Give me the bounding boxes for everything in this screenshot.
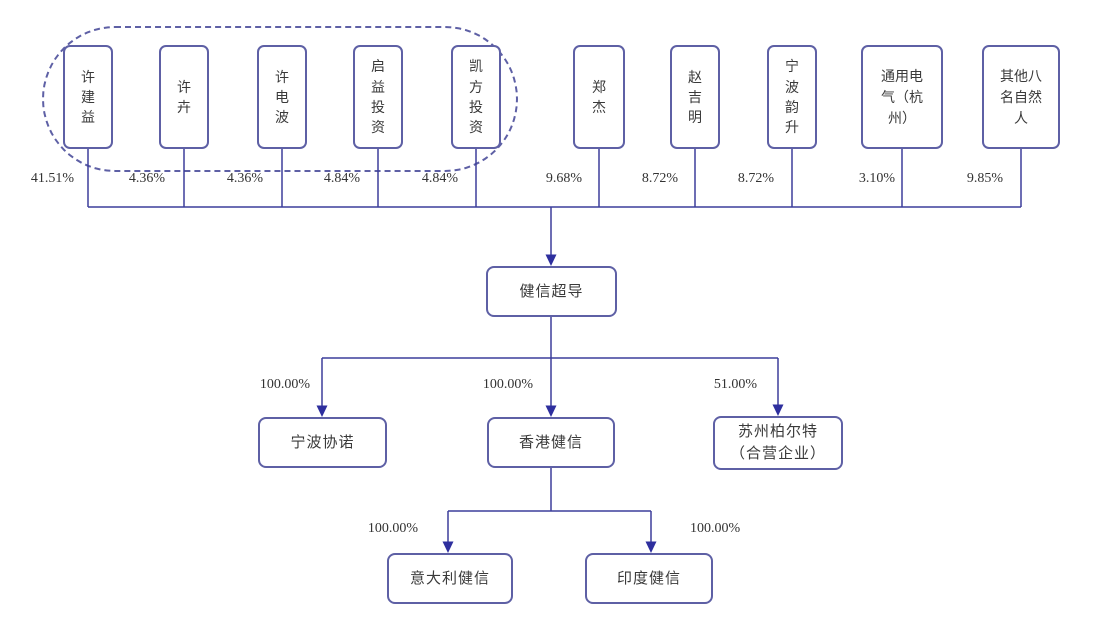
subsidiary-label-line2: （合营企业） <box>729 445 826 462</box>
shareholder-label: 宁波韵升 <box>785 58 799 136</box>
controlling-shareholders-dashed-ellipse <box>42 26 518 172</box>
subsidiary-label: 意大利健信 <box>409 569 490 587</box>
pct-ningbo-xienuo: 100.00% <box>259 377 310 392</box>
shareholder-box-qiyi-investment: 启益投资 <box>353 45 403 149</box>
shareholder-box-xu-hui: 许卉 <box>159 45 209 149</box>
pct-ge-hangzhou: 3.10% <box>858 171 895 186</box>
subsidiary-label: 宁波协诺 <box>290 433 355 451</box>
subsidiary-label: 香港健信 <box>518 433 583 451</box>
shareholder-label: 许卉 <box>177 78 191 115</box>
subsidiary-box-ningbo-xienuo: 宁波协诺 <box>258 417 387 468</box>
pct-kaifang-investment: 4.84% <box>421 171 458 186</box>
subsidiary-label: 苏州柏尔特 （合营企业） <box>730 421 826 465</box>
subsidiary-box-italy-jianxin: 意大利健信 <box>387 553 513 604</box>
pct-ningbo-yunsheng: 8.72% <box>737 171 774 186</box>
arrowheads <box>316 254 784 553</box>
pct-zheng-jie: 9.68% <box>545 171 582 186</box>
pct-zhao-jiming: 8.72% <box>641 171 678 186</box>
shareholder-box-other-eight-individuals: 其他八名自然人 <box>982 45 1060 149</box>
pct-qiyi-investment: 4.84% <box>323 171 360 186</box>
pct-india-jianxin: 100.00% <box>690 521 741 536</box>
pct-hongkong-jianxin: 100.00% <box>482 377 533 392</box>
shareholder-box-zheng-jie: 郑杰 <box>573 45 625 149</box>
pct-other-eight-individuals: 9.85% <box>966 171 1003 186</box>
shareholder-box-ge-hangzhou: 通用电气（杭州） <box>861 45 943 149</box>
shareholder-label: 许建益 <box>81 68 95 126</box>
subsidiary-box-hongkong-jianxin: 香港健信 <box>487 417 615 468</box>
shareholder-box-zhao-jiming: 赵吉明 <box>670 45 720 149</box>
pct-italy-jianxin: 100.00% <box>367 521 418 536</box>
company-label: 健信超导 <box>519 282 584 300</box>
pct-xu-jianyi: 41.51% <box>30 171 74 186</box>
shareholder-label: 许电波 <box>275 68 289 126</box>
shareholder-box-xu-dianbo: 许电波 <box>257 45 307 149</box>
shareholder-label: 通用电气（杭州） <box>880 67 923 126</box>
subsidiary-label: 印度健信 <box>616 569 681 587</box>
pct-suzhou-bairte: 51.00% <box>713 377 757 392</box>
subsidiary-box-india-jianxin: 印度健信 <box>585 553 713 604</box>
company-box-jianxin-superconductor: 健信超导 <box>486 266 617 317</box>
shareholder-label: 凯方投资 <box>469 58 483 136</box>
shareholder-box-xu-jianyi: 许建益 <box>63 45 113 149</box>
subsidiary-label-line1: 苏州柏尔特 <box>737 423 818 440</box>
shareholder-label: 赵吉明 <box>688 68 702 126</box>
shareholder-label: 启益投资 <box>371 58 385 136</box>
shareholder-box-kaifang-investment: 凯方投资 <box>451 45 501 149</box>
shareholder-box-ningbo-yunsheng: 宁波韵升 <box>767 45 817 149</box>
pct-xu-hui: 4.36% <box>128 171 165 186</box>
shareholder-label: 其他八名自然人 <box>999 67 1042 126</box>
shareholder-label: 郑杰 <box>592 78 606 115</box>
subsidiary-box-suzhou-bairte: 苏州柏尔特 （合营企业） <box>713 416 843 470</box>
pct-xu-dianbo: 4.36% <box>226 171 263 186</box>
